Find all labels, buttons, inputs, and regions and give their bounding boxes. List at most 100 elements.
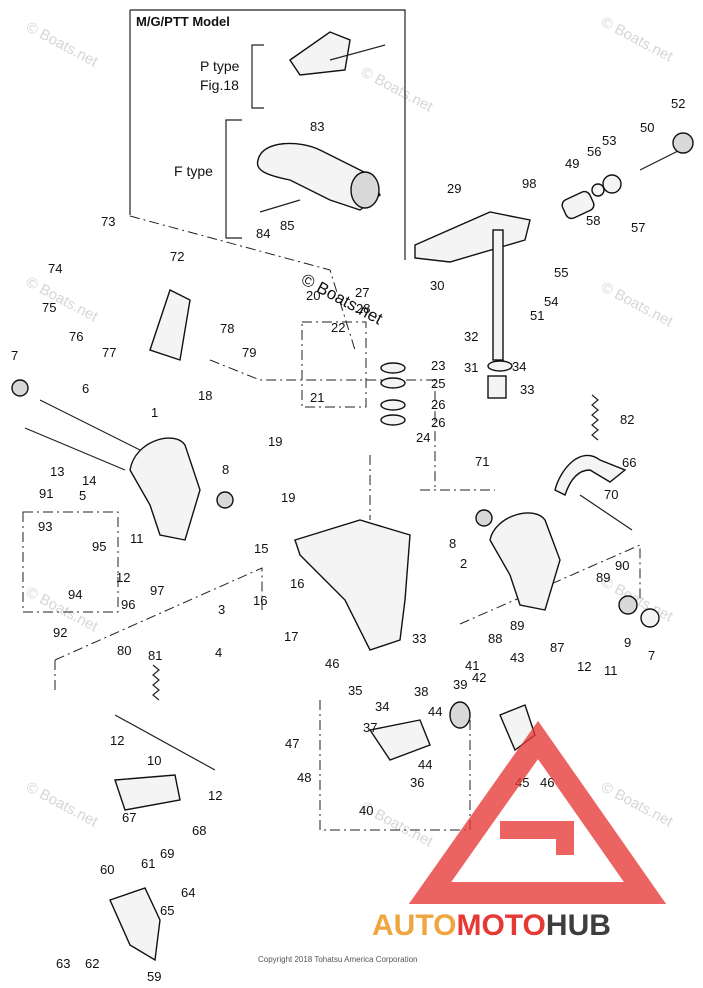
part-number-label: 26 — [431, 415, 445, 430]
part-number-label: 31 — [464, 360, 478, 375]
part-number-label: 58 — [586, 213, 600, 228]
piston-39 — [449, 701, 471, 729]
handle-66 — [554, 454, 627, 496]
part-number-label: 98 — [522, 176, 536, 191]
background-watermark: © Boats.net — [23, 19, 101, 71]
part-number-label: 76 — [69, 329, 83, 344]
part-number-label: 82 — [620, 412, 634, 427]
part-number-label: 7 — [11, 348, 18, 363]
automotohub-logo: AUTOMOTOHUB — [372, 720, 667, 942]
part-number-label: 12 — [110, 733, 124, 748]
part-number-label: 37 — [363, 720, 377, 735]
part-number-label: 41 — [465, 658, 479, 673]
cap-52 — [672, 132, 694, 154]
part-number-label: 92 — [53, 625, 67, 640]
f-type-handle — [256, 142, 381, 211]
lever-72 — [149, 289, 191, 361]
part-number-label: 89 — [510, 618, 524, 633]
logo-text-moto: MOTO — [456, 909, 545, 942]
part-number-label: 16 — [290, 576, 304, 591]
background-watermark: © Boats.net — [23, 274, 101, 326]
part-number-label: 89 — [596, 570, 610, 585]
part-number-label: 42 — [472, 670, 486, 685]
p-type-label: P type — [200, 58, 240, 74]
part-number-label: 65 — [160, 903, 174, 918]
part-number-label: 57 — [631, 220, 645, 235]
part-number-label: 25 — [431, 376, 445, 391]
part-number-label: 60 — [100, 862, 114, 877]
steering-arm — [414, 211, 531, 263]
part-number-label: 80 — [117, 643, 131, 658]
part-number-label: 38 — [414, 684, 428, 699]
background-watermark: © Boats.net — [598, 14, 676, 66]
part-number-label: 40 — [359, 803, 373, 818]
part-number-label: 11 — [130, 531, 144, 546]
part-number-label: 21 — [310, 390, 324, 405]
part-number-label: 1 — [151, 405, 158, 420]
part-number-label: 71 — [475, 454, 489, 469]
part-number-label: 9 — [624, 635, 631, 650]
part-number-label: 29 — [447, 181, 461, 196]
part-number-label: 11 — [604, 663, 618, 678]
part-number-label: 27 — [355, 285, 369, 300]
part-number-label: 77 — [102, 345, 116, 360]
part-number-label: 39 — [453, 677, 467, 692]
part-number-label: 33 — [412, 631, 426, 646]
nut-53 — [602, 174, 622, 194]
part-number-label: 6 — [82, 381, 89, 396]
block-37 — [368, 719, 431, 761]
part-number-label: 53 — [602, 133, 616, 148]
part-number-label: 61 — [141, 856, 155, 871]
part-number-label: 17 — [284, 629, 298, 644]
part-number-label: 48 — [297, 770, 311, 785]
part-number-label: 35 — [348, 683, 362, 698]
part-number-label: 51 — [530, 308, 544, 323]
part-number-label: 59 — [147, 969, 161, 984]
part-number-label: 96 — [121, 597, 135, 612]
part-number-label: 83 — [310, 119, 324, 134]
part-number-label: 81 — [148, 648, 162, 663]
model-title: M/G/PTT Model — [136, 14, 230, 29]
model-box: M/G/PTT Model P type Fig.18 F type — [129, 9, 406, 260]
part-number-label: 44 — [428, 704, 442, 719]
part-number-label: 19 — [268, 434, 282, 449]
part-number-label: 46 — [325, 656, 339, 671]
part-number-label: 69 — [160, 846, 174, 861]
part-number-label: 49 — [565, 156, 579, 171]
stopper-67 — [114, 774, 181, 811]
rod-10 — [114, 714, 216, 771]
part-number-label: 55 — [554, 265, 568, 280]
rod-70 — [579, 494, 633, 531]
part-number-label: 18 — [198, 388, 212, 403]
part-number-label: 30 — [430, 278, 444, 293]
part-number-label: 34 — [512, 359, 526, 374]
rod-13 — [24, 427, 126, 471]
part-number-label: 19 — [281, 490, 295, 505]
part-number-label: 66 — [622, 455, 636, 470]
part-shapes — [11, 31, 694, 962]
part-number-label: 93 — [38, 519, 52, 534]
part-number-label: 12 — [577, 659, 591, 674]
part-number-label: 50 — [640, 120, 654, 135]
part-number-label: 32 — [464, 329, 478, 344]
part-number-labels: 1234567788910111112121212131415161617181… — [11, 96, 685, 984]
part-number-label: 24 — [416, 430, 430, 445]
part-number-label: 91 — [39, 486, 53, 501]
part-number-label: 70 — [604, 487, 618, 502]
logo-text-hub: HUB — [546, 909, 611, 942]
part-number-label: 13 — [50, 464, 64, 479]
part-number-label: 63 — [56, 956, 70, 971]
part-number-label: 54 — [544, 294, 558, 309]
part-number-label: 95 — [92, 539, 106, 554]
svg-text:AUTOMOTOHUB: AUTOMOTOHUB — [372, 909, 611, 942]
bushing-49 — [561, 190, 595, 220]
part-number-label: 85 — [280, 218, 294, 233]
background-watermark: © Boats.net — [598, 779, 676, 831]
bushing-33 — [487, 375, 507, 399]
clamp-bracket-1 — [129, 437, 201, 541]
part-number-label: 94 — [68, 587, 82, 602]
part-number-label: 2 — [460, 556, 467, 571]
part-number-label: 64 — [181, 885, 195, 900]
copyright-text: Copyright 2018 Tohatsu America Corporati… — [258, 955, 418, 964]
